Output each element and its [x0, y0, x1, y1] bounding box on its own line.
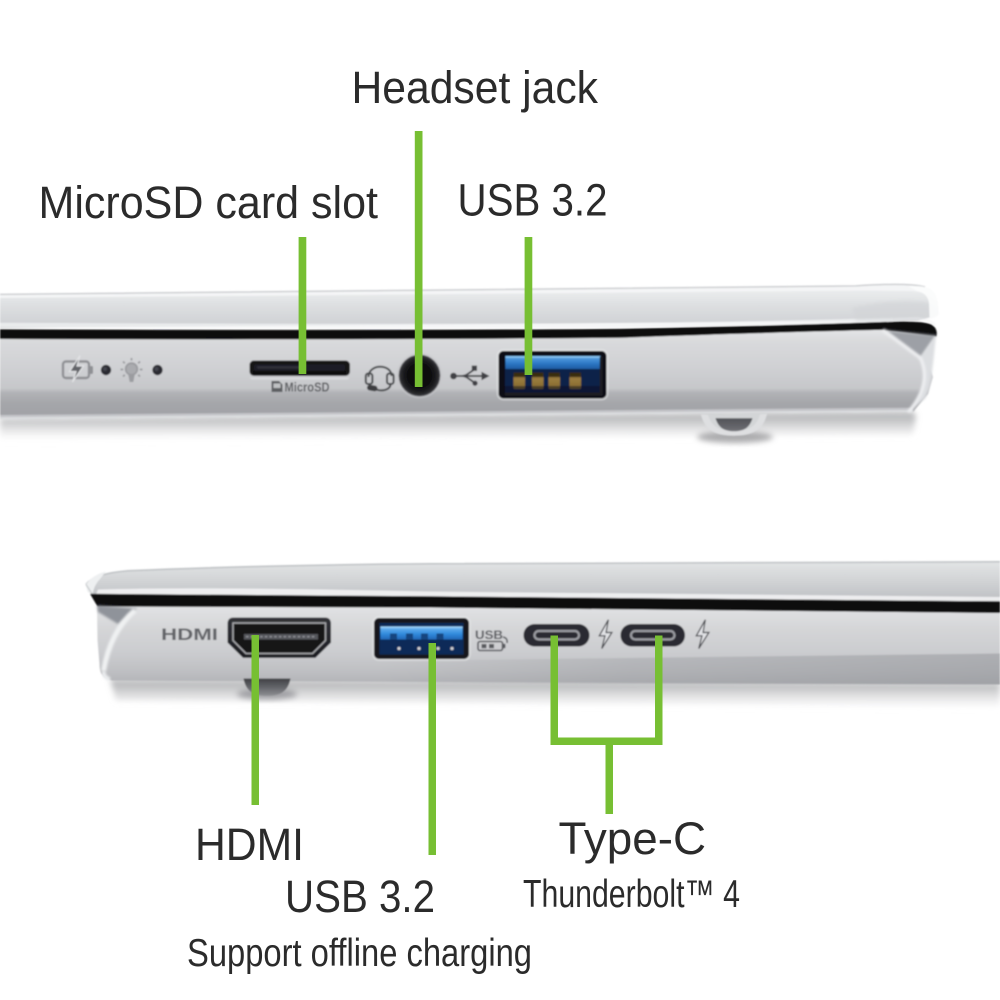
svg-text:USB 3.2: USB 3.2 [285, 871, 435, 922]
svg-text:Type-C: Type-C [559, 813, 707, 864]
svg-text:Support offline charging: Support offline charging [187, 932, 532, 975]
svg-text:HDMI: HDMI [195, 819, 304, 870]
svg-text:MicroSD card slot: MicroSD card slot [39, 177, 379, 228]
svg-text:MicroSD: MicroSD [285, 380, 330, 395]
svg-text:USB: USB [475, 630, 503, 642]
svg-text:Thunderbolt™ 4: Thunderbolt™ 4 [523, 873, 740, 916]
svg-text:Headset jack: Headset jack [352, 62, 599, 113]
svg-text:HDMI: HDMI [161, 625, 218, 644]
svg-text:USB 3.2: USB 3.2 [458, 175, 608, 226]
